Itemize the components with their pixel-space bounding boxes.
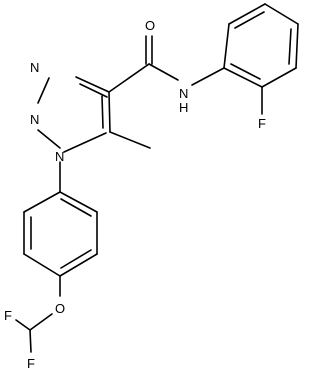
bond-o-chf2 (29, 313, 53, 331)
bond-c-f-upper (15, 319, 31, 331)
bond-n2-n1 (37, 129, 61, 149)
molecule-drawing: O N H N N N F O F F (4, 3, 299, 371)
bond-c-n-amide (148, 63, 179, 81)
bond-ph-3-inner (60, 249, 92, 269)
bond-fp-1 (223, 23, 230, 69)
bond-c4-c5 (108, 91, 111, 133)
bond-fp-3 (264, 3, 299, 25)
bond-c5-methyl (109, 131, 151, 149)
bond-fp-4-inner (288, 28, 292, 65)
atom-f-upper: F (4, 308, 12, 323)
bond-fp-4 (295, 23, 299, 69)
atom-h-amide: H (179, 100, 188, 115)
atom-o-ether: O (55, 301, 65, 316)
phenyl-ring (23, 191, 98, 297)
bond-c4-c5-inner (101, 95, 104, 129)
atom-f-phenyl: F (258, 116, 266, 131)
bond-n3-n2 (37, 77, 50, 104)
bond-c4-n3 (75, 76, 110, 93)
bond-ph-6 (23, 191, 61, 213)
atom-o-carbonyl: O (145, 18, 155, 33)
fluorophenyl-ring (223, 3, 299, 115)
carboxamide-group (108, 35, 225, 93)
bond-fp-6 (223, 67, 263, 88)
bond-ph-3 (59, 253, 98, 277)
structure-canvas: O N H N N N F O F F (4, 3, 299, 371)
bond-fp-6-inner (230, 63, 261, 80)
bond-fp-5 (261, 67, 297, 88)
atom-n-amide: N (179, 86, 188, 101)
atom-n-ring-bottom: N (55, 149, 64, 164)
bond-c4-n3-inner (79, 83, 108, 98)
triazole-ring (37, 76, 151, 193)
difluoromethoxy-group (15, 313, 53, 353)
bond-amide-c-to-ring (108, 63, 150, 93)
bond-n-to-fluorophenyl (191, 67, 225, 86)
bond-ph-1-inner (60, 198, 92, 217)
atom-n-ring-top: N (30, 60, 39, 75)
bond-n1-c5 (63, 132, 107, 153)
atom-f-lower: F (27, 356, 35, 371)
atom-labels: O N H N N N F O F F (4, 18, 266, 371)
bond-fp-2-inner (234, 11, 265, 29)
bond-ph-4 (23, 253, 61, 277)
bond-ph-1 (59, 191, 98, 213)
bond-fp-2 (228, 3, 266, 25)
bond-c-f-lower (29, 329, 32, 353)
atom-n-ring-mid: N (30, 112, 39, 127)
